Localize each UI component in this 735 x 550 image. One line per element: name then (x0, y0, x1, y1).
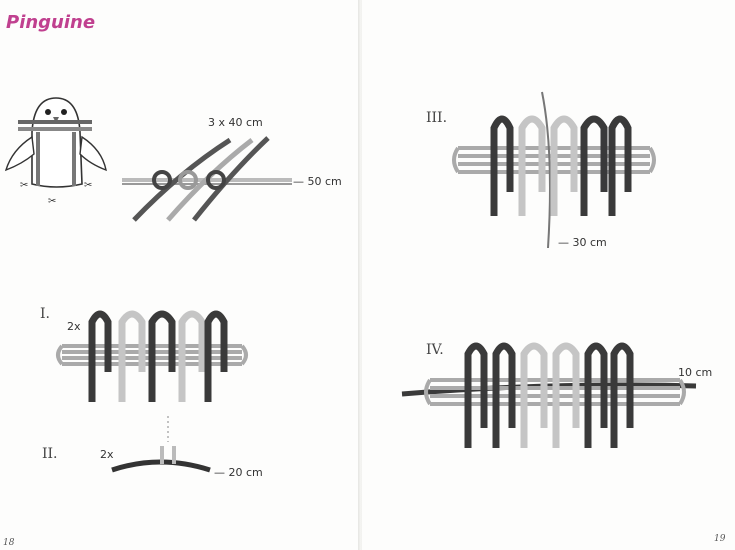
weave-diagram-3 (452, 91, 656, 249)
page-number-right: 19 (714, 534, 726, 544)
weave-diagram-4 (401, 342, 697, 448)
cord-diagram-2 (111, 416, 211, 473)
length-50-label: — 50 cm (293, 175, 342, 188)
length-20-label: — 20 cm (214, 466, 263, 479)
right-page: III. — 30 cm IV. 10 cm 1 (362, 0, 735, 550)
svg-text:✂: ✂ (84, 180, 92, 191)
length-10-label: 10 cm (678, 366, 713, 379)
svg-text:✂: ✂ (48, 196, 56, 207)
step-2-marker: II. (42, 446, 58, 462)
page-number-left: 18 (3, 538, 15, 548)
page-title: Pinguine (6, 12, 96, 33)
length-30-label: — 30 cm (558, 236, 607, 249)
step-1-marker: I. (40, 306, 50, 322)
weave-diagram-1 (56, 310, 248, 402)
left-page: Pinguine ✂ ✂ ✂ 3 x 4 (0, 0, 361, 550)
penguin-illustration: ✂ ✂ ✂ (4, 97, 107, 207)
step-2-multiplier: 2x (100, 448, 114, 461)
book-gutter (358, 0, 364, 550)
step-4-marker: IV. (426, 342, 444, 358)
knot-diagram (122, 136, 292, 222)
svg-text:✂: ✂ (20, 180, 28, 191)
step-3-marker: III. (426, 110, 448, 126)
cords-label: 3 x 40 cm (208, 116, 263, 129)
step-1-multiplier: 2x (67, 320, 81, 333)
